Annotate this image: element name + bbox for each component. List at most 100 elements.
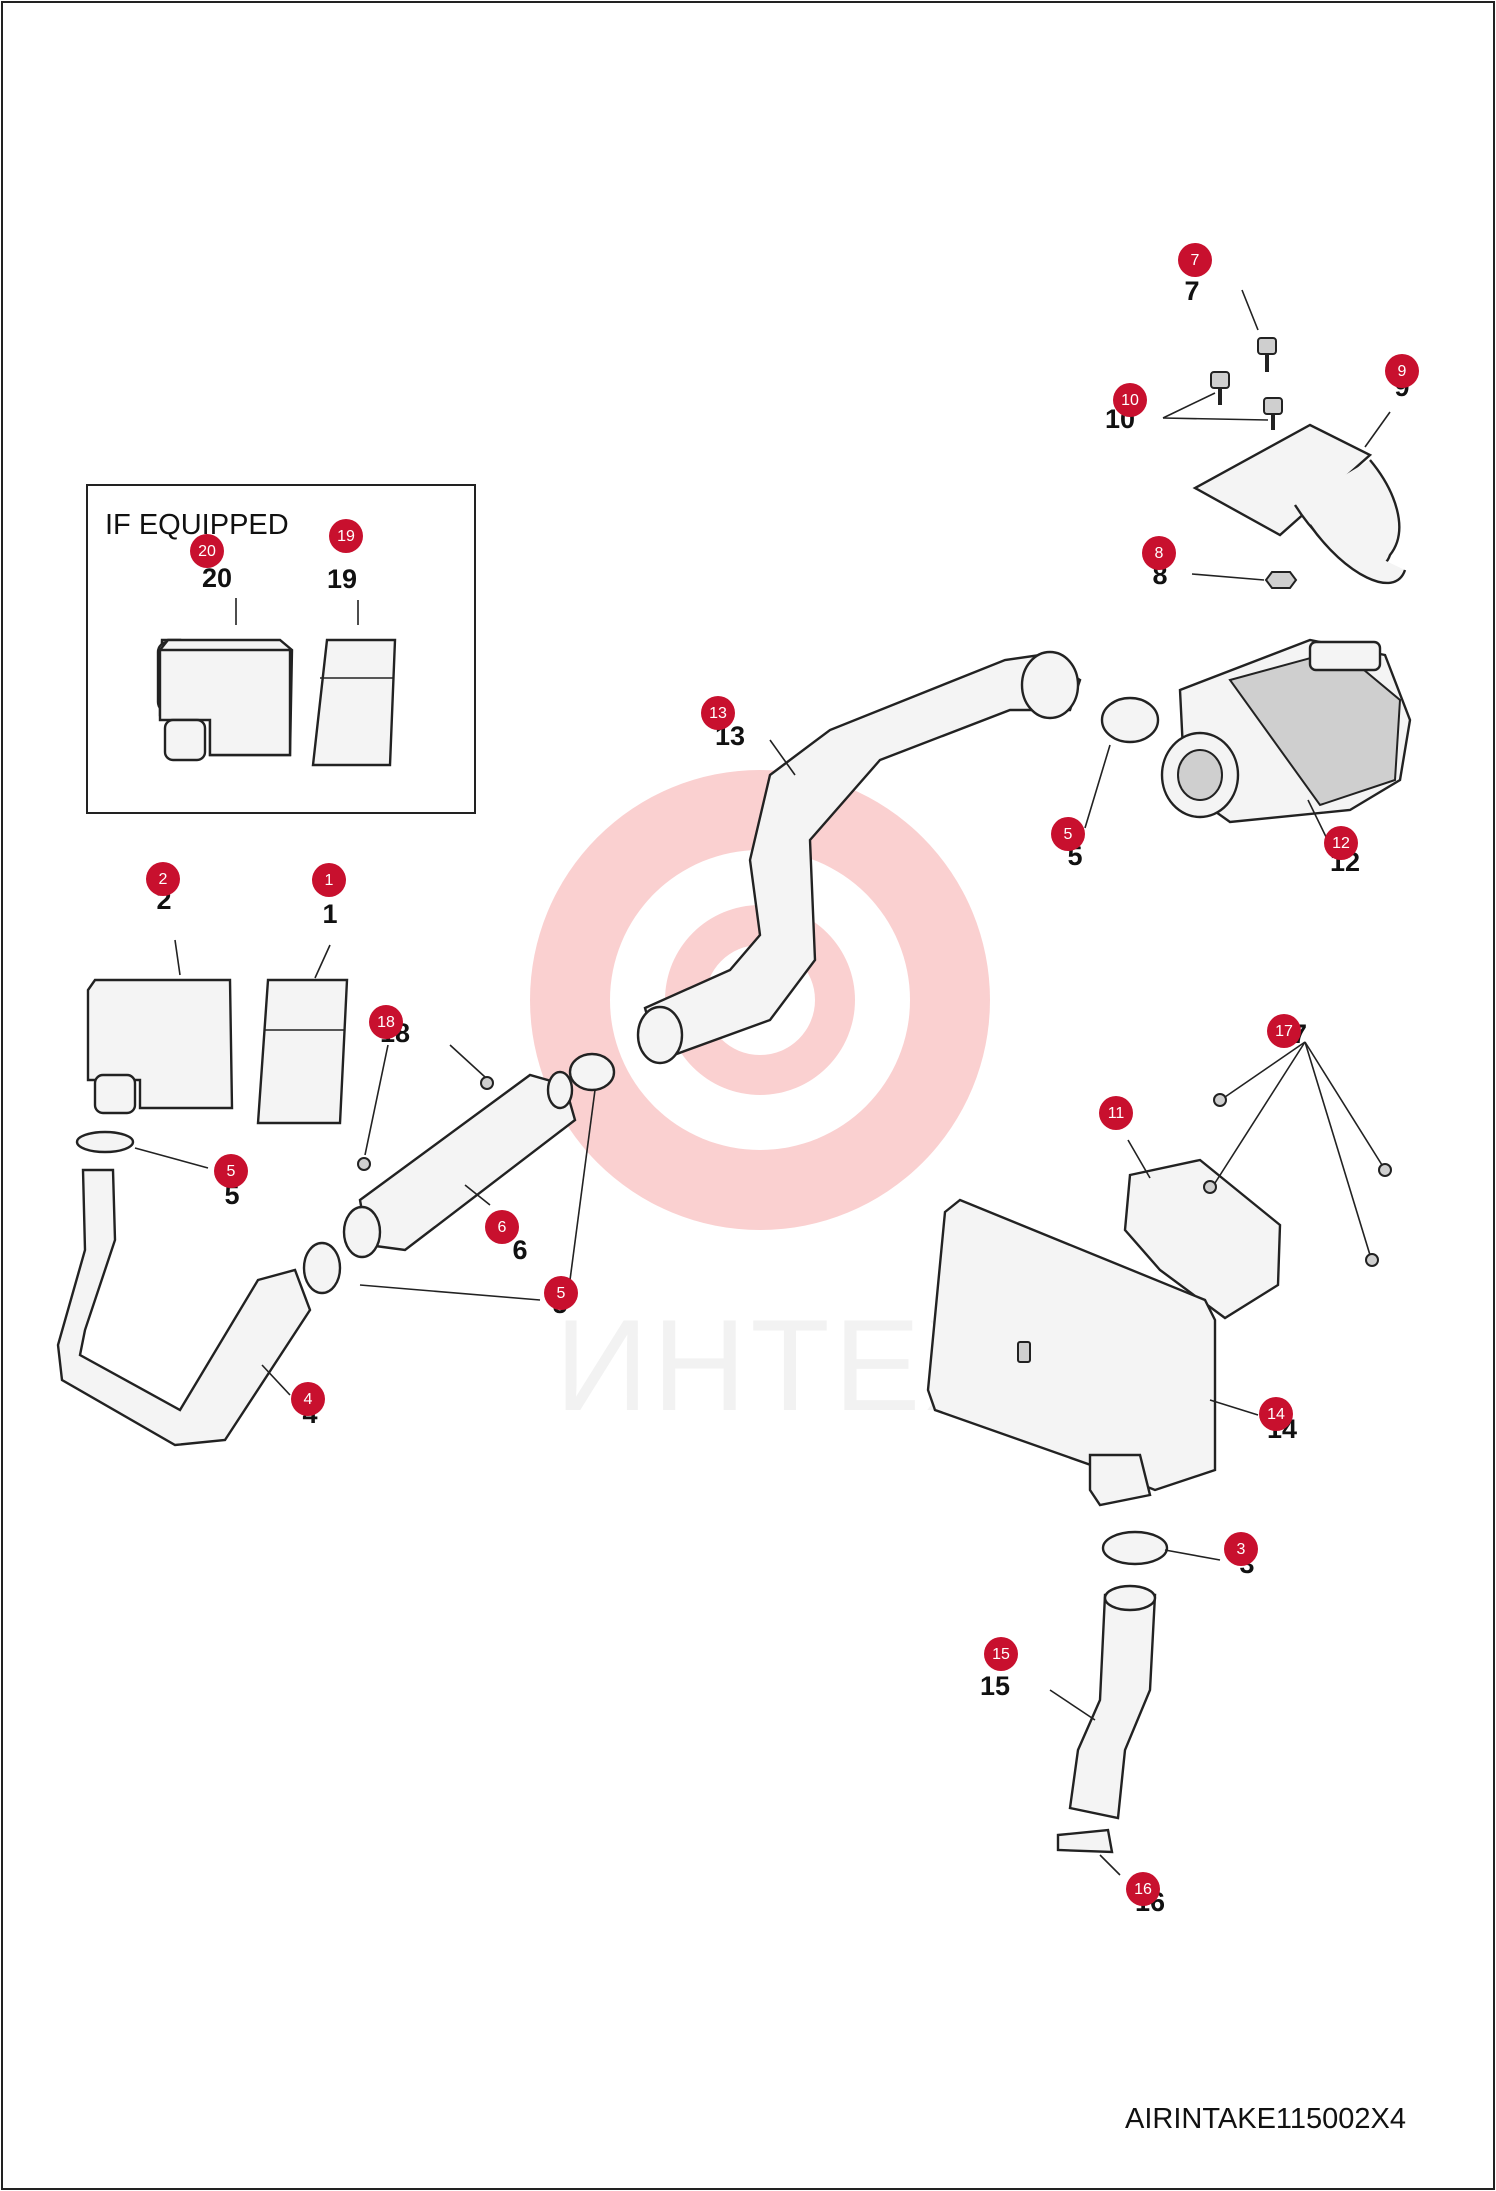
callout-circle-c8[interactable] [1142, 536, 1176, 570]
callout-circle-c7[interactable] [1178, 243, 1212, 277]
callout-layer: 7710109988202019191313551212221118181717… [146, 243, 1419, 1917]
part-17-screw-2-drawing [1203, 1180, 1217, 1194]
part-5-clamp-lower-drawing [302, 1241, 342, 1295]
part-15-hose-drawing [1068, 1593, 1157, 1820]
callout-circle-c14[interactable] [1259, 1397, 1293, 1431]
part-4-tube-drawing [56, 1168, 312, 1447]
callout-number-c12: 12 [1332, 835, 1350, 852]
callout-circle-c16[interactable] [1126, 1872, 1160, 1906]
leader-lines [134, 289, 1391, 1876]
part-18-screw-1-drawing [480, 1076, 494, 1090]
callout-circle-c3[interactable] [1224, 1532, 1258, 1566]
callout-badge-c3[interactable]: 3 [1224, 1532, 1258, 1566]
part-14-housing-drawing [926, 1198, 1217, 1507]
part-number-label-c6: 6 [512, 1235, 527, 1265]
drawing-code: AIRINTAKE115002X4 [1125, 2103, 1406, 2135]
callout-badge-c20[interactable]: 20 [190, 534, 224, 568]
part-2-precleaner-drawing [86, 978, 234, 1115]
callout-number-c10: 10 [1121, 392, 1139, 409]
callout-number-c16: 16 [1134, 1881, 1152, 1898]
callout-number-c18: 18 [377, 1014, 395, 1031]
callout-badge-c17[interactable]: 17 [1267, 1014, 1301, 1048]
callout-number-c1: 1 [325, 872, 334, 889]
callout-circle-c15[interactable] [984, 1637, 1018, 1671]
callout-number-c5b: 5 [227, 1163, 236, 1180]
callout-badge-c14[interactable]: 14 [1259, 1397, 1293, 1431]
callout-circle-c20[interactable] [190, 534, 224, 568]
part-18-screw-2-drawing [357, 1157, 371, 1171]
part-number-label-c7: 7 [1184, 276, 1199, 306]
callout-circle-c17[interactable] [1267, 1014, 1301, 1048]
part-1-filter-drawing [256, 978, 349, 1125]
part-17-screw-1-drawing [1213, 1093, 1227, 1107]
callout-badge-c16[interactable]: 16 [1126, 1872, 1160, 1906]
part-16-clamp-drawing [1056, 1828, 1114, 1854]
part-12-air-cleaner-drawing [1160, 638, 1412, 824]
part-9-bracket-drawing [1192, 423, 1407, 585]
callout-badge-c2[interactable]: 2 [146, 862, 180, 896]
callout-badge-c7[interactable]: 7 [1178, 243, 1212, 277]
callout-badge-c6[interactable]: 6 [485, 1210, 519, 1244]
part-19-filter-drawing [311, 638, 397, 767]
callout-number-c8: 8 [1155, 545, 1164, 562]
callout-badge-c4[interactable]: 4 [291, 1382, 325, 1416]
part-11-foam-block-drawing [1123, 1158, 1282, 1320]
part-7-bolt-drawing [1257, 337, 1277, 372]
callout-badge-c15[interactable]: 15 [984, 1637, 1018, 1671]
callout-circle-c5a[interactable] [1051, 817, 1085, 851]
part-13-inlet-drawing [636, 1005, 684, 1065]
callout-number-c9: 9 [1398, 363, 1407, 380]
part-number-label-c19: 19 [327, 564, 357, 594]
callout-circle-c2[interactable] [146, 862, 180, 896]
callout-circle-c11[interactable] [1099, 1096, 1133, 1130]
part-13-tube-drawing [643, 653, 1082, 1062]
callout-number-c2: 2 [159, 871, 168, 888]
part-8-nut-drawing [1264, 571, 1298, 589]
callout-badge-c10[interactable]: 10 [1113, 383, 1147, 417]
callout-number-c6: 6 [498, 1219, 507, 1236]
part-5-clamp-top-drawing [1100, 696, 1160, 744]
part-15-hose-end-drawing [1103, 1584, 1157, 1612]
callout-badge-c9[interactable]: 9 [1385, 354, 1419, 388]
callout-badge-c5c[interactable]: 5 [544, 1276, 578, 1310]
inset-box-title: IF EQUIPPED [105, 509, 289, 541]
callout-circle-c4[interactable] [291, 1382, 325, 1416]
callout-circle-c10[interactable] [1113, 383, 1147, 417]
part-6-resonator-drawing [342, 1070, 577, 1259]
callout-badge-c13[interactable]: 13 [701, 696, 735, 730]
callout-badge-c11[interactable]: 11 [1099, 1096, 1133, 1130]
part-number-label-c1: 1 [322, 899, 337, 929]
callout-number-c15: 15 [992, 1646, 1010, 1663]
callout-badge-c1[interactable]: 1 [312, 863, 346, 897]
callout-number-c11: 11 [1108, 1105, 1125, 1122]
callout-circle-c5c[interactable] [544, 1276, 578, 1310]
callout-circle-c18[interactable] [369, 1005, 403, 1039]
callout-circle-c12[interactable] [1324, 826, 1358, 860]
callout-circle-c19[interactable] [329, 519, 363, 553]
callout-number-c20: 20 [198, 543, 216, 560]
callout-number-c5a: 5 [1064, 826, 1073, 843]
callout-number-c3: 3 [1237, 1541, 1246, 1558]
callout-badge-c8[interactable]: 8 [1142, 536, 1176, 570]
part-20-precleaner-drawing [156, 638, 294, 762]
callout-circle-c6[interactable] [485, 1210, 519, 1244]
callout-number-c17: 17 [1275, 1023, 1293, 1040]
callout-badge-c5b[interactable]: 5 [214, 1154, 248, 1188]
callout-badge-c18[interactable]: 18 [369, 1005, 403, 1039]
callout-badge-c19[interactable]: 19 [329, 519, 363, 553]
part-10-bolt-1-drawing [1210, 371, 1230, 405]
callout-circle-c9[interactable] [1385, 354, 1419, 388]
callout-number-c5c: 5 [557, 1285, 566, 1302]
callout-badge-c5a[interactable]: 5 [1051, 817, 1085, 851]
callout-circle-c1[interactable] [312, 863, 346, 897]
callout-circle-c5b[interactable] [214, 1154, 248, 1188]
part-13-outlet-drawing [1020, 650, 1080, 720]
callout-badge-c12[interactable]: 12 [1324, 826, 1358, 860]
callout-number-c14: 14 [1267, 1406, 1285, 1423]
callout-circle-c13[interactable] [701, 696, 735, 730]
callout-number-c7: 7 [1191, 252, 1200, 269]
callout-number-c19: 19 [337, 528, 355, 545]
